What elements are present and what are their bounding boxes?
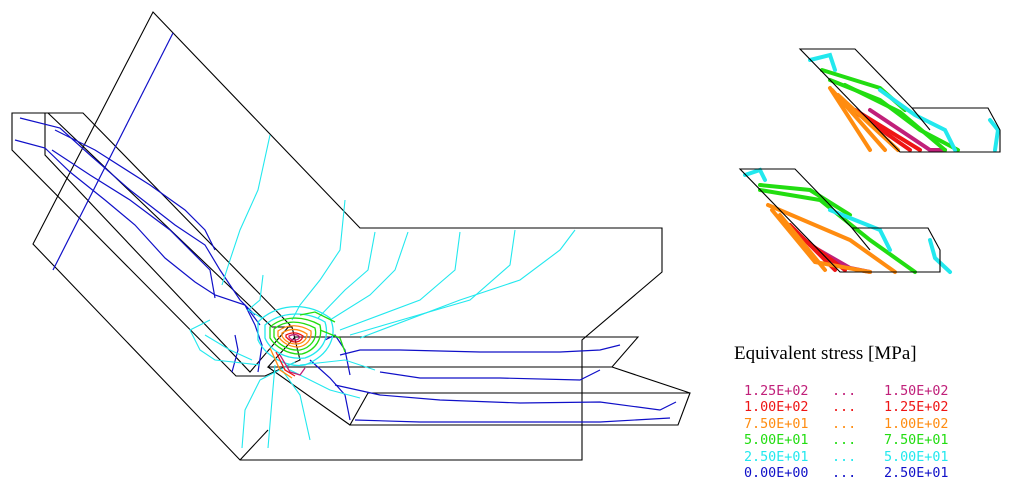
legend-row: 0.00E+00 ... 2.50E+01 <box>744 466 972 482</box>
legend-row: 7.50E+01 ... 1.00E+02 <box>744 417 972 433</box>
detail-view-bottom <box>738 167 952 274</box>
legend-title: Equivalent stress [MPa] <box>734 343 917 364</box>
legend-row: 2.50E+01 ... 5.00E+01 <box>744 450 972 466</box>
legend-separator: ... <box>832 416 857 432</box>
legend-range-low: 1.00E+02 <box>744 400 809 416</box>
legend-range-high: 7.50E+01 <box>884 433 949 449</box>
legend-range-high: 1.25E+02 <box>884 400 949 416</box>
legend-range-low: 1.25E+02 <box>744 384 809 399</box>
legend-range-high: 5.00E+01 <box>884 449 949 465</box>
legend-row: 1.25E+02 ... 1.50E+02 <box>744 384 972 400</box>
legend-range-high: 2.50E+01 <box>884 466 949 482</box>
legend-range-low: 7.50E+01 <box>744 416 809 432</box>
legend-separator: ... <box>832 384 857 399</box>
legend-row: 5.00E+01 ... 7.50E+01 <box>744 433 972 449</box>
legend-range-high: 1.00E+02 <box>884 416 949 432</box>
main-model-outline <box>11 11 691 461</box>
hotspot-contours <box>257 306 346 379</box>
detail-view-top <box>798 48 1001 153</box>
legend-range-low: 0.00E+00 <box>744 466 809 482</box>
legend-range-high: 1.50E+02 <box>884 384 949 399</box>
detail-bottom-outline <box>738 168 941 273</box>
main-model <box>11 11 691 461</box>
legend-range-low: 5.00E+01 <box>744 433 809 449</box>
contour-band-0 <box>14 32 677 423</box>
detail-top-fill <box>808 52 1001 152</box>
detail-top-outline <box>798 48 1001 153</box>
detail-bottom-fill <box>743 167 952 274</box>
legend-separator: ... <box>832 466 857 482</box>
legend-row: 1.00E+02 ... 1.25E+02 <box>744 400 972 416</box>
stress-legend: 1.25E+02 ... 1.50E+02 1.00E+02 ... 1.25E… <box>744 384 972 482</box>
contour-band-25 <box>189 134 576 449</box>
legend-separator: ... <box>832 433 857 449</box>
legend-separator: ... <box>832 449 857 465</box>
legend-range-low: 2.50E+01 <box>744 449 809 465</box>
legend-separator: ... <box>832 400 857 416</box>
